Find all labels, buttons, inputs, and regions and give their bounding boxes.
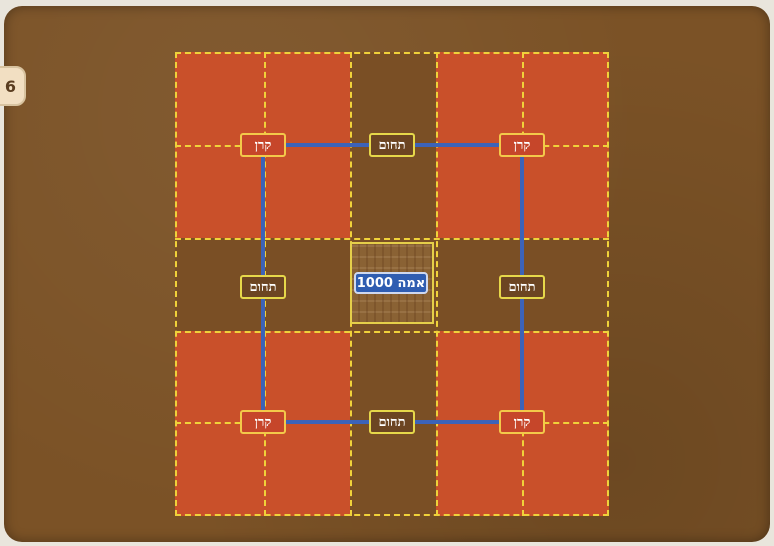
grid-line-v3 <box>436 52 438 516</box>
grid-line-v5 <box>607 52 609 516</box>
side-label-left: תחום <box>240 275 286 299</box>
corner-label-bottom-left: קרן <box>240 410 286 434</box>
corner-label-top-left: קרן <box>240 133 286 157</box>
corner-label-bottom-right: קרן <box>499 410 545 434</box>
grid-line-h5 <box>175 514 609 516</box>
side-label-bottom: תחום <box>369 410 415 434</box>
corner-label-top-right: קרן <box>499 133 545 157</box>
side-label-top: תחום <box>369 133 415 157</box>
grid-line-h2 <box>175 238 609 240</box>
page-number-badge: 6 <box>0 66 26 106</box>
page-number: 6 <box>4 76 16 96</box>
center-distance-label: 1000 אמה <box>354 272 428 294</box>
grid-line-h3 <box>175 331 609 333</box>
techum-grid: 1000 אמה קרן קרן קרן קרן תחום תחום תחום … <box>175 52 609 516</box>
diagram-board: 1000 אמה קרן קרן קרן קרן תחום תחום תחום … <box>4 6 770 542</box>
grid-line-h0 <box>175 52 609 54</box>
grid-line-v0 <box>175 52 177 516</box>
side-label-right: תחום <box>499 275 545 299</box>
